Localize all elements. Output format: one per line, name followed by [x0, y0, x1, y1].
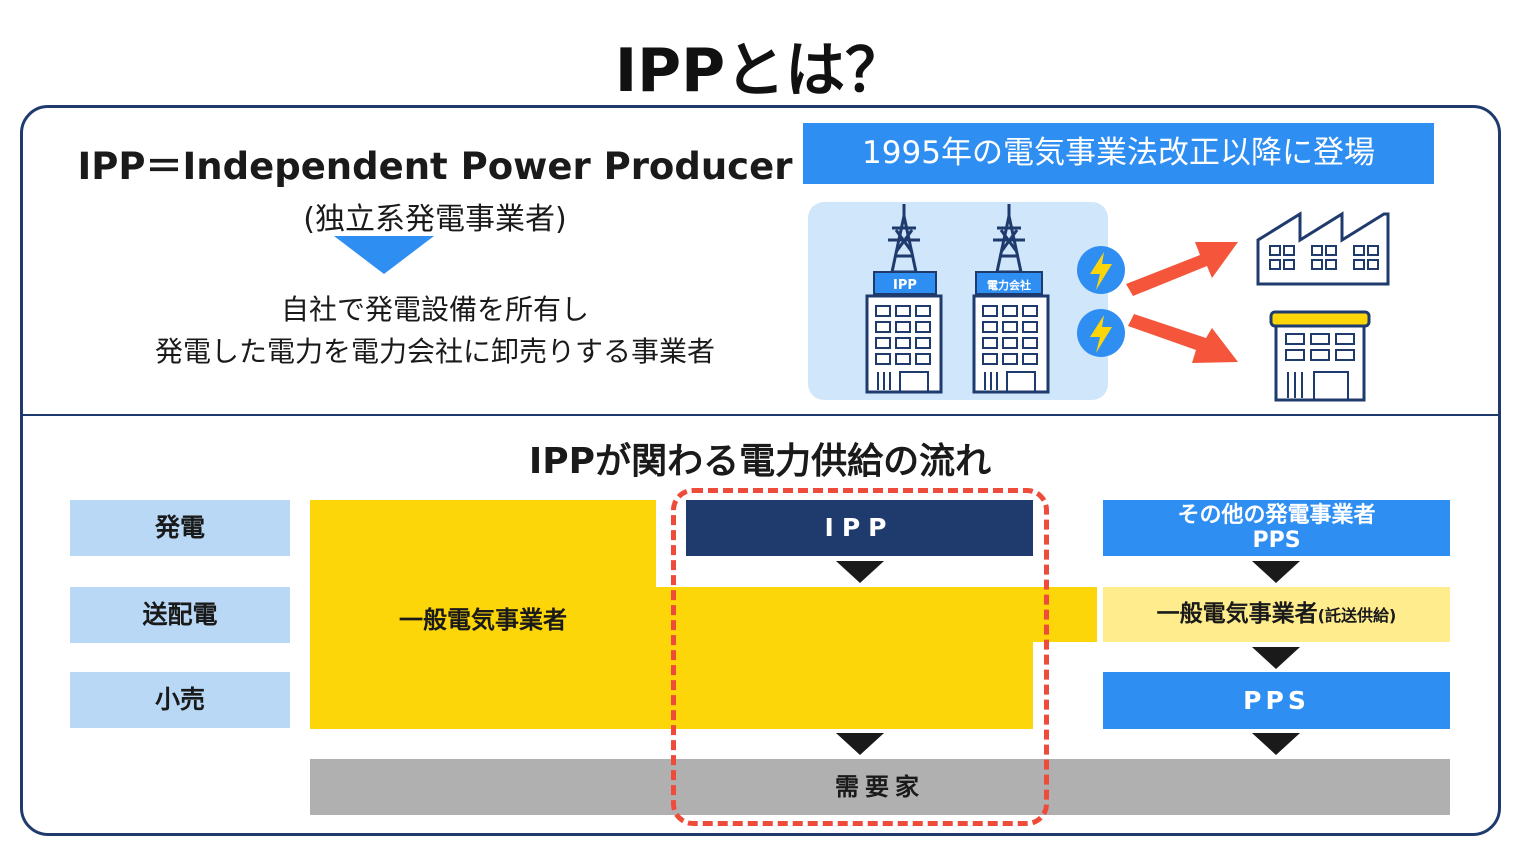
other-generators-pps: PPS: [1252, 528, 1301, 553]
page-title: IPPとは？: [614, 36, 906, 106]
lightning-icon: [1077, 246, 1125, 294]
ipp-sign: IPP: [893, 278, 917, 293]
ipp-building-icon: [865, 271, 943, 394]
other-generators-box: その他の発電事業者 PPS: [1103, 500, 1450, 556]
stage-generation: 発電: [70, 500, 290, 556]
history-banner: 1995年の電気事業法改正以降に登場: [803, 123, 1434, 184]
factory-icon: [1256, 211, 1390, 286]
consumer-box: 需要家: [310, 759, 1450, 815]
ipp-definition-japanese: (独立系発電事業者): [303, 202, 567, 237]
down-triangle-icon: [1252, 647, 1300, 669]
down-triangle-icon: [836, 733, 884, 755]
down-triangle-icon: [836, 561, 884, 583]
tower-icon: [888, 204, 920, 274]
ipp-definition: IPP＝Independent Power Producer: [77, 145, 793, 188]
utility-sign: 電力会社: [987, 278, 1031, 292]
content-frame: [20, 105, 1501, 836]
arrow-icon: [1126, 242, 1238, 296]
pps-box: PPS: [1103, 672, 1450, 729]
ipp-highlight-frame: [671, 488, 1049, 826]
stage-transmission: 送配電: [70, 587, 290, 643]
ipp-box: IPP: [686, 500, 1033, 556]
section-divider: [20, 414, 1501, 416]
down-triangle-icon: [1252, 733, 1300, 755]
general-utility-block: [310, 500, 656, 729]
general-utility-block-extension: [1033, 587, 1097, 642]
flow-title: IPPが関わる電力供給の流れ: [528, 441, 992, 482]
down-triangle-icon: [1252, 561, 1300, 583]
other-generators-label: その他の発電事業者: [1177, 503, 1376, 528]
utility-building-icon: [972, 271, 1050, 394]
general-utility-block-center: [656, 587, 1033, 729]
tower-icon: [993, 204, 1025, 274]
arrow-icon: [1128, 314, 1238, 363]
power-producers-illustration: [808, 202, 1108, 400]
supply-illustration: IPP 電力会社: [865, 204, 1390, 402]
ipp-description-line1: 自社で発電設備を所有し: [280, 293, 589, 326]
consignment-box: 一般電気事業者(託送供給): [1103, 587, 1450, 642]
stage-retail: 小売: [70, 672, 290, 728]
consignment-label: 一般電気事業者: [1156, 601, 1318, 627]
general-utility-label: 一般電気事業者: [399, 606, 567, 634]
store-icon: [1269, 310, 1371, 402]
consignment-note: (託送供給): [1317, 606, 1397, 625]
lightning-icon: [1077, 309, 1125, 357]
down-arrow-icon: [334, 236, 434, 274]
ipp-description-line2: 発電した電力を電力会社に卸売りする事業者: [154, 335, 715, 368]
